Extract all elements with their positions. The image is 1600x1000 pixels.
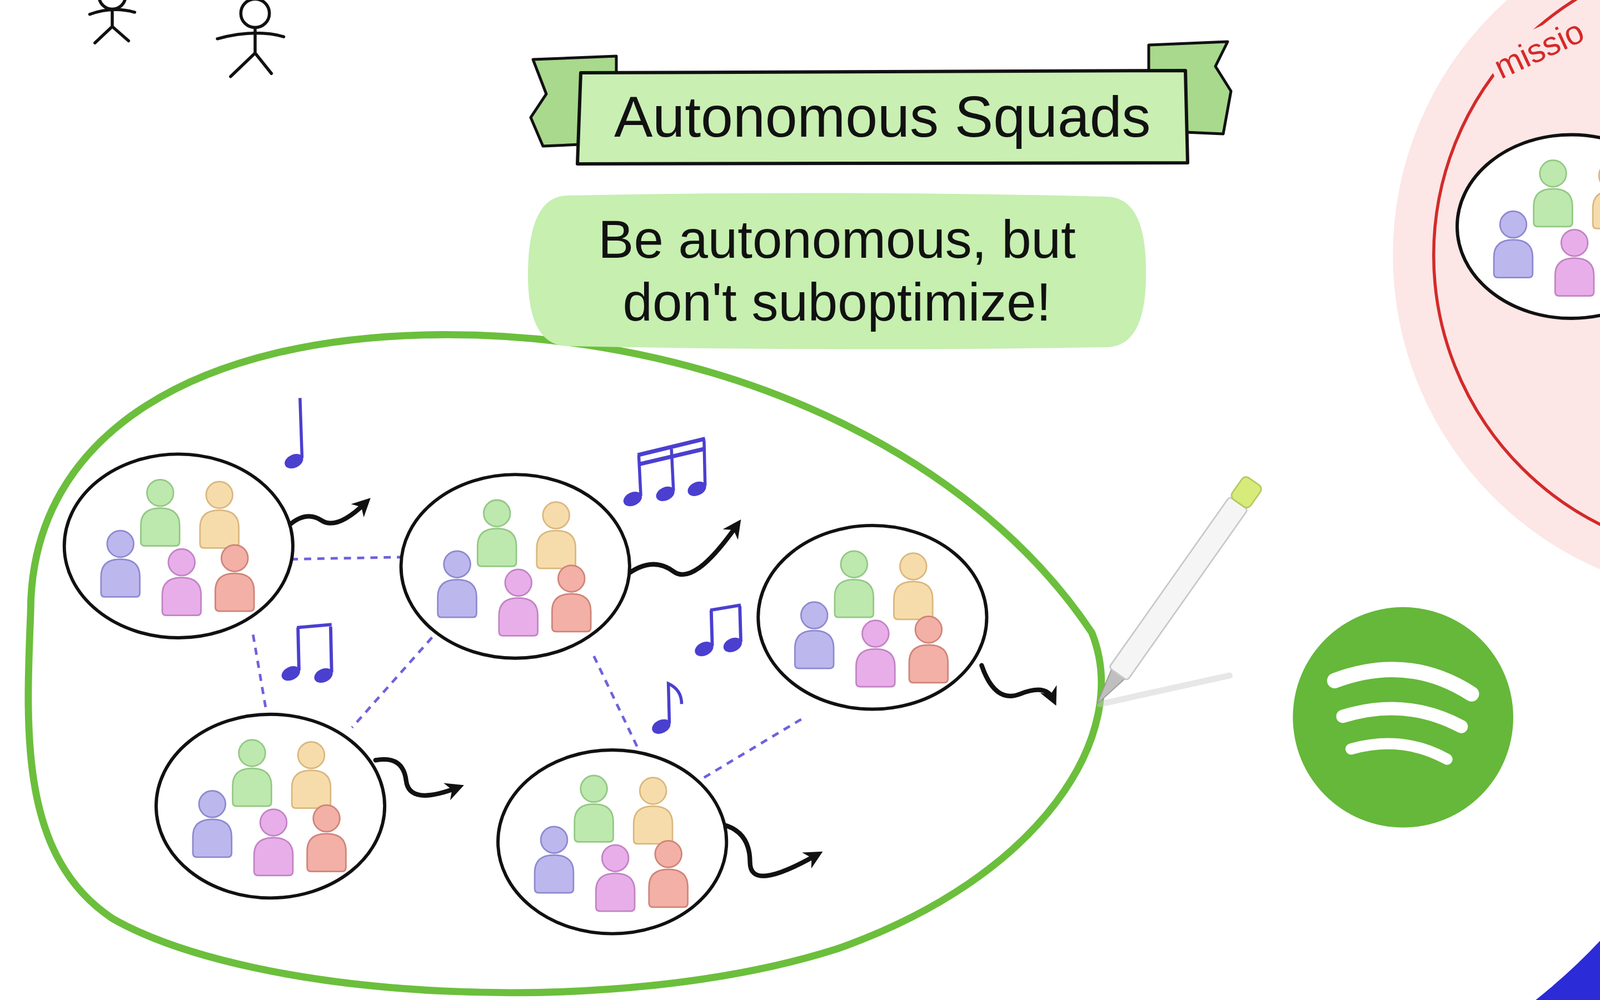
- mission-glow: [1392, 0, 1600, 597]
- squad-circle: [1457, 134, 1600, 319]
- stick-figure: [90, 0, 136, 43]
- motto-blob: Be autonomous, but don't suboptimize!: [527, 193, 1146, 349]
- music-note: [650, 684, 682, 737]
- squad-circle: [497, 750, 727, 935]
- squad-circle: [401, 474, 630, 659]
- squad-circle: [156, 714, 385, 899]
- music-note: [693, 605, 744, 659]
- stick-figure: [217, 0, 284, 77]
- squad-circle: [64, 454, 293, 638]
- pen: [1087, 475, 1264, 711]
- music-note: [280, 624, 335, 686]
- tribe-outline: [28, 334, 1102, 993]
- blob-fill: [527, 192, 1146, 350]
- squad-circle: [758, 525, 987, 710]
- music-note: [282, 397, 305, 471]
- motto-text: Be autonomous, but don't suboptimize!: [527, 193, 1146, 349]
- mission-circle: [1433, 0, 1600, 557]
- banner-body: [577, 70, 1188, 164]
- corner-shape: [1535, 940, 1600, 1000]
- title-banner: Autonomous Squads: [577, 70, 1188, 164]
- music-note: [621, 439, 709, 509]
- mission-label: missio: [1483, 8, 1594, 90]
- spotify-logo: [1292, 607, 1514, 829]
- title-text: Autonomous Squads: [577, 70, 1188, 164]
